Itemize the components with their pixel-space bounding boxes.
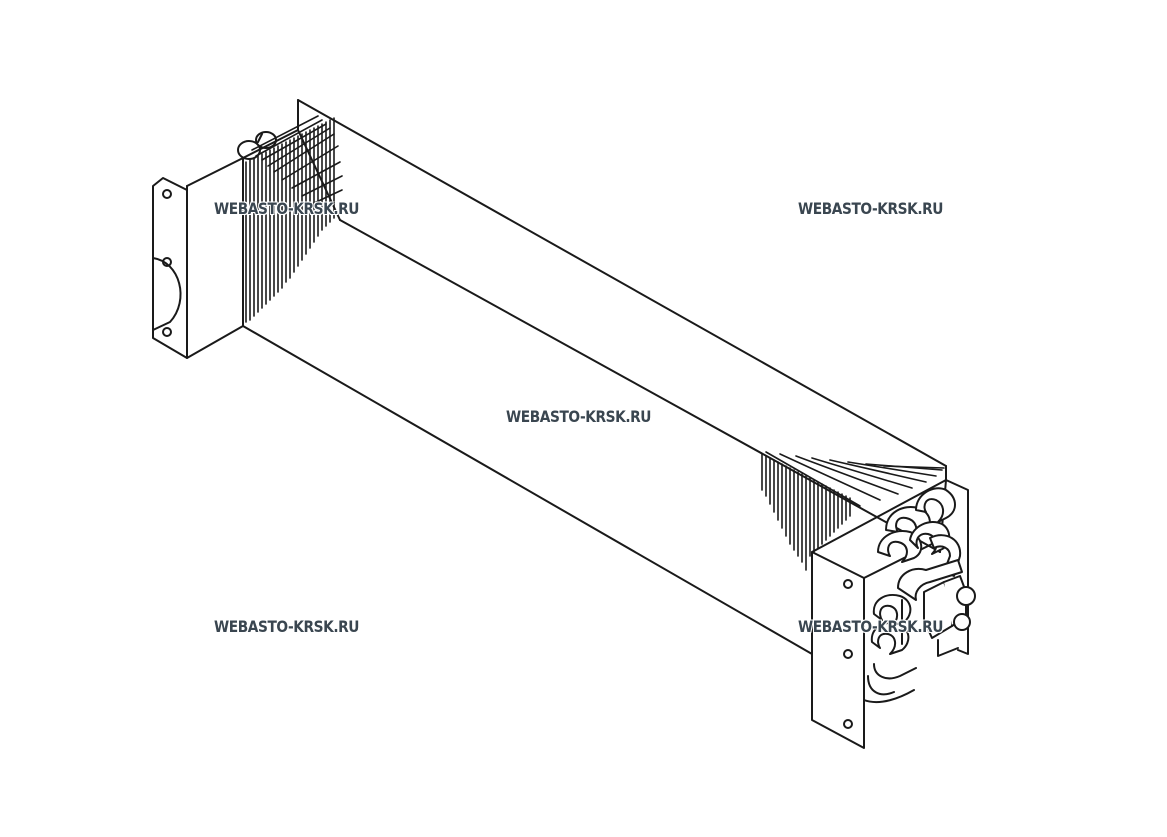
right-fin-pack xyxy=(761,451,945,571)
watermark-text: WEBASTO-KRSK.RU xyxy=(798,199,944,218)
watermark-text: WEBASTO-KRSK.RU xyxy=(214,617,360,636)
right-return-bends xyxy=(867,487,976,696)
right-mounting-bracket xyxy=(811,479,969,749)
left-mounting-bracket xyxy=(152,157,244,359)
watermark-text: WEBASTO-KRSK.RU xyxy=(798,617,944,636)
watermark-text: WEBASTO-KRSK.RU xyxy=(506,407,652,426)
watermark-text: WEBASTO-KRSK.RU xyxy=(214,199,360,218)
left-fin-pack xyxy=(245,115,343,323)
core-body xyxy=(242,99,947,655)
